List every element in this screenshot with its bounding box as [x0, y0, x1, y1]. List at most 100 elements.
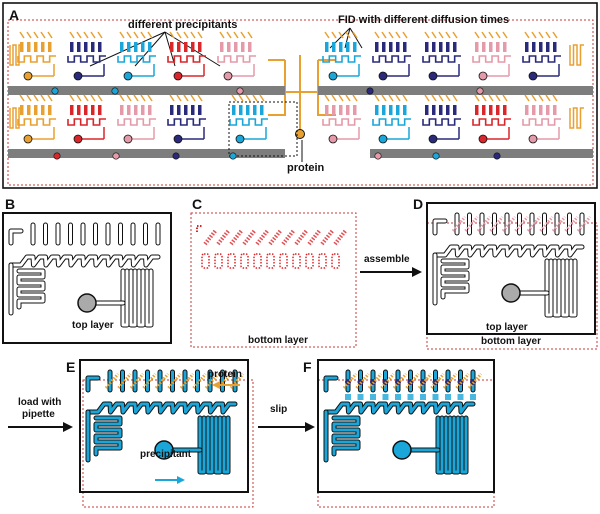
panel-d-label: D: [413, 196, 423, 212]
a-tick: [26, 94, 32, 102]
precipitant-flow-arrowhead: [177, 476, 185, 484]
a-tick: [247, 31, 253, 39]
chip-protein-well: [129, 373, 145, 389]
a-well: [177, 105, 181, 115]
chip-pink-well: [526, 216, 542, 232]
a-well: [134, 42, 138, 52]
load-label-1: load with: [18, 397, 61, 408]
chip-pink-well: [514, 216, 529, 232]
a-tick: [190, 31, 196, 39]
panel-a-frame: [2, 2, 598, 189]
panel-c-label: C: [192, 196, 202, 212]
a-serpentine: [17, 55, 56, 63]
a-well: [553, 105, 557, 115]
a-well: [234, 42, 238, 52]
chip-protein-well: [167, 373, 182, 389]
a-tick: [531, 94, 537, 102]
a-reservoir-dot: [378, 71, 388, 81]
a-tick: [197, 94, 203, 102]
a-well: [325, 105, 329, 115]
a-reservoir-dot: [478, 134, 488, 144]
a-well: [525, 105, 529, 115]
a-tick: [47, 94, 53, 102]
a-tick: [197, 31, 203, 39]
a-tick: [388, 31, 394, 39]
c-hook: [196, 225, 203, 232]
chip-protein-well: [417, 373, 433, 389]
a-well: [70, 42, 74, 52]
a-tick: [133, 94, 139, 102]
a-tick: [474, 94, 480, 102]
a-well: [353, 42, 357, 52]
panel-f-top-layer: [317, 359, 495, 493]
a-tick: [395, 94, 401, 102]
a-well: [239, 105, 243, 115]
a-side-serpentine: [9, 107, 22, 129]
a-reservoir-dot: [428, 134, 438, 144]
panel-a-bottom-layer-outline: [7, 19, 594, 186]
chip-protein-well: [154, 373, 170, 389]
a-tick: [381, 94, 387, 102]
a-well: [539, 42, 543, 52]
a-tick: [545, 31, 551, 39]
chip-protein-well: [380, 373, 395, 389]
a-tick: [452, 31, 458, 39]
a-tick: [19, 31, 25, 39]
chip-pink-well: [551, 216, 567, 232]
a-serpentine: [217, 55, 256, 63]
a-well: [241, 42, 245, 52]
a-tick: [481, 94, 487, 102]
a-tick: [83, 31, 89, 39]
c-vertical-well: [305, 253, 314, 269]
a-tick: [119, 94, 125, 102]
a-rail-dot: [112, 152, 120, 160]
a-reservoir-dot: [328, 71, 338, 81]
a-serpentine: [17, 118, 56, 126]
a-well: [98, 42, 102, 52]
a-well: [482, 42, 486, 52]
a-side-serpentine: [9, 44, 22, 66]
a-well: [553, 42, 557, 52]
a-serpentine: [372, 118, 411, 126]
a-rail-dot: [476, 87, 484, 95]
chip-reservoir: [77, 293, 97, 313]
chip-protein-well: [392, 373, 408, 389]
a-well: [482, 105, 486, 115]
a-tick: [538, 94, 544, 102]
a-tick: [69, 94, 75, 102]
a-well: [403, 42, 407, 52]
a-well: [346, 105, 350, 115]
a-serpentine: [117, 118, 156, 126]
chip-protein-well: [117, 373, 132, 389]
a-well: [141, 42, 145, 52]
fid-diffusion-label: FID with different diffusion times: [338, 14, 509, 26]
c-vertical-well: [266, 253, 275, 269]
a-well: [84, 42, 88, 52]
a-well: [475, 42, 479, 52]
a-well: [546, 105, 550, 115]
a-reservoir-dot: [378, 134, 388, 144]
chip-cyan-spot: [382, 394, 389, 400]
a-tick: [324, 94, 330, 102]
a-well: [446, 42, 450, 52]
a-well: [496, 42, 500, 52]
a-well: [170, 105, 174, 115]
a-serpentine: [522, 118, 561, 126]
a-well: [70, 105, 74, 115]
a-serpentine: [372, 55, 411, 63]
protein-flow-arrowhead: [212, 381, 220, 389]
a-tick: [90, 94, 96, 102]
a-well: [246, 105, 250, 115]
a-tick: [552, 94, 558, 102]
a-well: [339, 105, 343, 115]
a-well: [34, 42, 38, 52]
chip-reservoir: [501, 283, 521, 303]
a-well: [489, 42, 493, 52]
a-well: [141, 105, 145, 115]
a-well: [148, 105, 152, 115]
a-tick: [40, 94, 46, 102]
c-diagonal-well: [333, 228, 348, 246]
a-tick: [402, 94, 408, 102]
chip-pink-well: [464, 216, 479, 232]
